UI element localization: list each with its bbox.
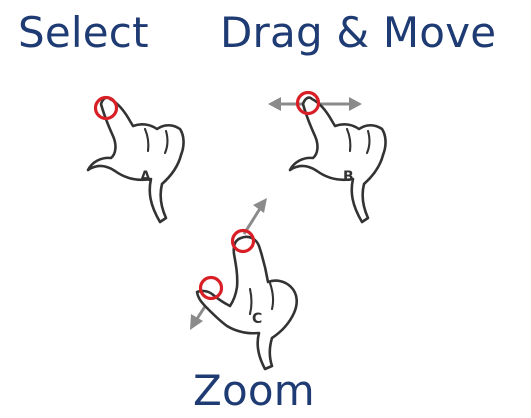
- drag-right-arrow-icon: [349, 97, 362, 111]
- drag-left-arrow-icon: [268, 97, 281, 111]
- zoom-down-arrowhead-icon: [190, 314, 203, 330]
- zoom-hand-icon: [190, 198, 297, 369]
- drag-hand-icon: [268, 93, 386, 223]
- drag-gesture-letter: B: [343, 169, 354, 185]
- select-gesture-letter: A: [140, 169, 151, 185]
- select-hand-icon: [88, 98, 184, 223]
- zoom-gesture-letter: C: [252, 311, 262, 327]
